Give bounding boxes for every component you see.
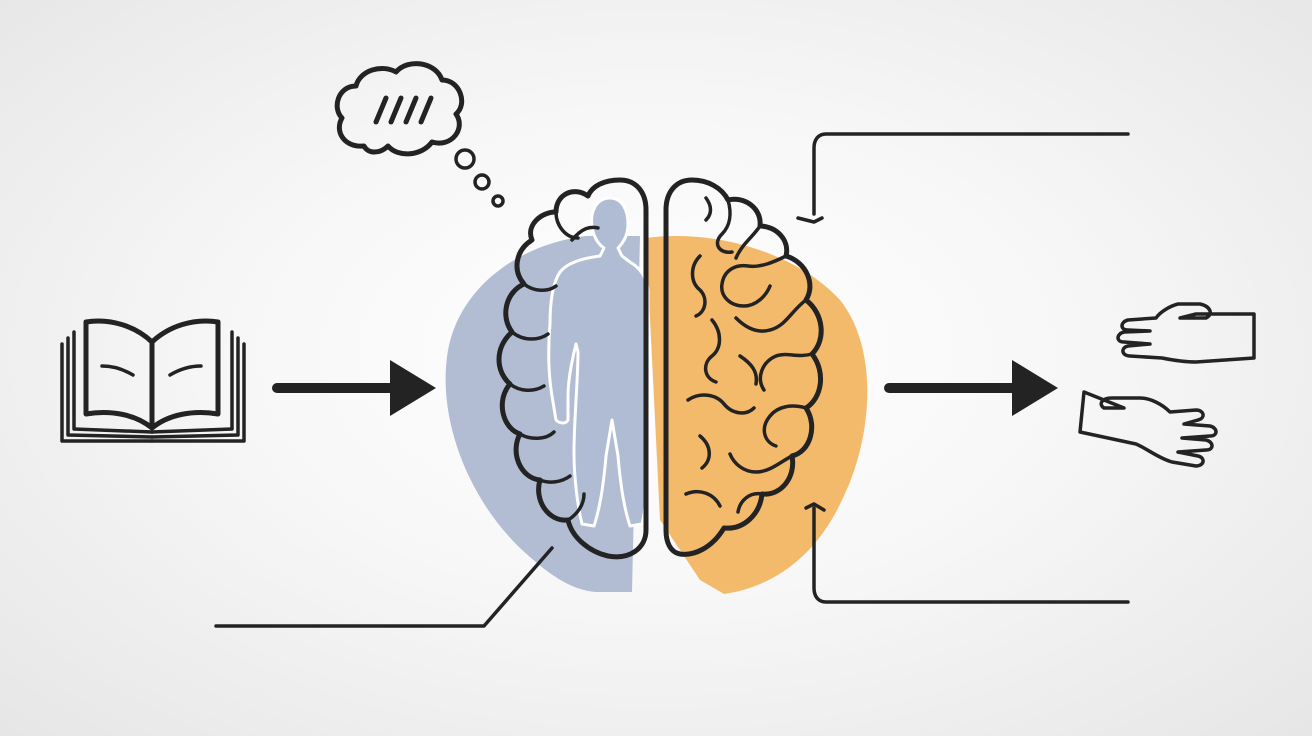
thought-dot-small <box>491 194 505 208</box>
callout-hook <box>804 502 826 512</box>
right-fold-10 <box>762 404 808 448</box>
left-fold-3 <box>522 282 558 292</box>
right-fold-4 <box>720 254 788 308</box>
left-fold-8 <box>566 492 586 522</box>
arrow-brain-to-hands <box>884 360 1058 416</box>
callout-line-bottom-left <box>214 546 554 628</box>
thought-bubble-icon <box>334 61 505 208</box>
right-fold-8 <box>758 352 814 392</box>
lower-hand-icon <box>1078 390 1218 468</box>
left-fold-7 <box>538 474 572 484</box>
right-fold-13 <box>728 452 794 474</box>
right-fold-2 <box>715 198 734 254</box>
thought-dot-large <box>454 148 476 170</box>
open-book-icon <box>60 318 246 443</box>
arrow-book-to-brain <box>272 360 436 416</box>
left-fold-4 <box>510 330 550 341</box>
hands-icon <box>1078 302 1256 468</box>
right-fold-7 <box>703 318 722 384</box>
right-fold-3 <box>734 224 762 260</box>
thought-bubble-text <box>373 95 434 125</box>
callout-line-bottom-right <box>804 502 1130 604</box>
right-fold-15 <box>684 489 722 508</box>
left-fold-6 <box>518 430 556 440</box>
right-fold-12 <box>698 434 711 470</box>
callout-arrowhead <box>796 216 824 224</box>
left-fold-1 <box>554 210 580 240</box>
left-fold-2 <box>570 225 600 242</box>
right-fold-5 <box>690 254 707 318</box>
upper-hand-icon <box>1116 302 1256 364</box>
left-fold-5 <box>508 382 546 392</box>
right-fold-9 <box>738 354 759 386</box>
right-fold-6 <box>734 298 808 333</box>
thought-dot-medium <box>473 173 491 191</box>
brain-icon <box>445 177 868 595</box>
callout-line-top-right <box>796 132 1130 224</box>
right-fold-1 <box>704 196 713 222</box>
right-fold-14 <box>736 491 764 514</box>
right-fold-11 <box>686 393 756 415</box>
right-hemisphere-fill <box>646 235 868 595</box>
